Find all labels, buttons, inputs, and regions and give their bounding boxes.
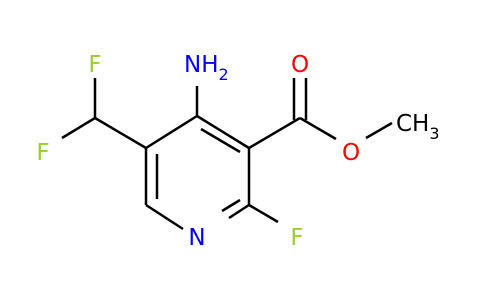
bond-chf2-f-left [61, 116, 96, 140]
bond-c2-n1 [228, 203, 250, 220]
atom-f-left: F [36, 140, 49, 166]
atom-labels: F F NH2 N F O O CH3 [36, 52, 439, 251]
bond-c4-c5 [145, 114, 198, 150]
bond-c2-n1-inner [221, 198, 241, 213]
atom-methyl: CH3 [396, 111, 440, 143]
atom-ester-o: O [342, 140, 360, 166]
amino-subscript: 2 [219, 65, 229, 84]
atom-ring-n: N [188, 225, 205, 251]
bond-c4-c3-inner [200, 127, 241, 154]
bond-c6-n1 [145, 203, 184, 231]
atom-carbonyl-o: O [291, 52, 309, 78]
bond-ester-o-methyl [365, 121, 393, 140]
bond-c3-carbonyl [248, 116, 301, 150]
atom-f-ring: F [290, 225, 303, 251]
methyl-label: CH [396, 111, 429, 137]
bond-carbonyl-ester-o [299, 116, 337, 141]
amino-label: NH [184, 52, 219, 78]
atom-f-top: F [88, 52, 101, 78]
bond-c2-f [248, 203, 279, 224]
bonds [61, 78, 393, 231]
bond-c4-c3 [196, 114, 250, 150]
atom-amino: NH2 [184, 52, 229, 84]
bond-c5-chf2 [94, 116, 147, 150]
methyl-subscript: 3 [429, 124, 439, 143]
